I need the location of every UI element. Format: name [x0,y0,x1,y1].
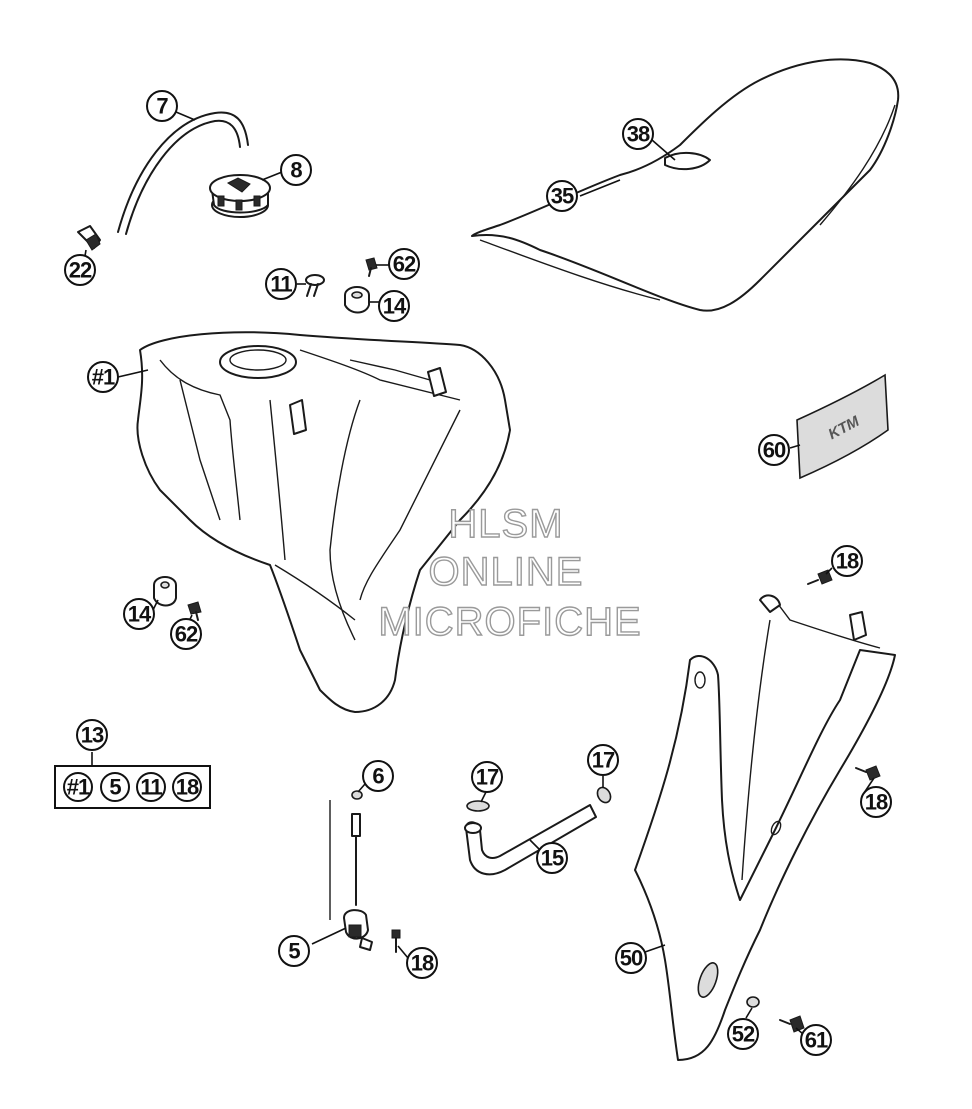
spacer-part-14-top [344,286,370,314]
callout-7[interactable]: 7 [146,90,178,122]
svg-text:35: 35 [551,184,574,209]
screw-part-18-lower [391,929,401,953]
fuel-tap-part [329,790,373,951]
svg-text:8: 8 [290,158,302,183]
watermark-line-2: ONLINE [429,550,584,594]
kit-item-5[interactable]: 5 [100,772,130,802]
bolt-part-61 [779,1015,805,1033]
svg-text:14: 14 [383,294,407,319]
callout-18-lower[interactable]: 18 [406,947,438,979]
svg-text:22: 22 [69,258,92,283]
leader-lines [83,111,875,1035]
kit-item-11[interactable]: 11 [136,772,166,802]
kit-item-1[interactable]: #1 [63,772,93,802]
callout-17-left[interactable]: 17 [471,761,503,793]
callout-50[interactable]: 50 [615,942,647,974]
callout-18-upper-right[interactable]: 18 [831,545,863,577]
watermark-line-3: MICROFICHE [378,600,641,644]
svg-text:52: 52 [732,1022,755,1047]
callout-22[interactable]: 22 [64,254,96,286]
svg-text:62: 62 [175,622,198,647]
fuel-hose-part-15 [464,804,597,876]
svg-text:62: 62 [393,252,416,277]
decal-part: KTM [796,373,889,480]
svg-text:15: 15 [541,846,564,871]
bolt-part-62-top [365,257,378,277]
watermark-line-1: HLSM [448,502,563,546]
svg-text:18: 18 [411,951,434,976]
svg-text:18: 18 [176,775,199,800]
svg-text:18: 18 [836,549,859,574]
bolt-part-18-upper-right [807,569,833,585]
kit-item-18[interactable]: 18 [172,772,202,802]
svg-text:6: 6 [372,764,384,789]
svg-text:17: 17 [592,748,615,773]
svg-text:11: 11 [270,272,292,297]
callout-61[interactable]: 61 [800,1024,832,1056]
callout-5[interactable]: 5 [278,935,310,967]
breather-hose-part [117,111,249,235]
callout-14-lower[interactable]: 14 [123,598,155,630]
callout-1[interactable]: #1 [87,361,119,393]
callout-13[interactable]: 13 [76,719,108,751]
callout-6[interactable]: 6 [362,760,394,792]
seat-part [471,58,900,312]
callout-14-top[interactable]: 14 [378,290,410,322]
bolt-part-62-lower [187,601,202,621]
hose-clamp-part-17-left [466,800,490,812]
hose-clamp-part-17-right [596,786,612,804]
callout-52[interactable]: 52 [727,1018,759,1050]
bolt-part-18-mid-right [855,765,881,781]
callout-17-right[interactable]: 17 [587,744,619,776]
svg-text:5: 5 [109,775,121,800]
callout-11[interactable]: 11 [265,268,297,300]
side-cover-part [634,594,896,1061]
callout-38[interactable]: 38 [622,118,654,150]
svg-text:14: 14 [128,602,152,627]
svg-text:#1: #1 [92,365,115,390]
kit-box: #1 5 11 18 [54,765,211,809]
watermark: HLSM ONLINE MICROFICHE [378,501,642,644]
svg-text:60: 60 [763,438,786,463]
spacer-part-14-lower [153,576,177,607]
callout-60[interactable]: 60 [758,434,790,466]
svg-text:#1: #1 [67,775,90,800]
svg-text:61: 61 [805,1028,828,1053]
svg-text:5: 5 [288,939,300,964]
svg-text:11: 11 [140,775,162,800]
svg-text:38: 38 [627,122,650,147]
callout-15[interactable]: 15 [536,842,568,874]
callout-62-lower[interactable]: 62 [170,618,202,650]
svg-text:13: 13 [81,723,104,748]
callout-8[interactable]: 8 [280,154,312,186]
screw-part-11 [305,274,325,297]
svg-text:17: 17 [476,765,499,790]
callout-18-mid-right[interactable]: 18 [860,786,892,818]
nut-part-52 [746,996,760,1008]
fuel-tank-part [136,331,511,713]
svg-text:50: 50 [620,946,643,971]
svg-text:7: 7 [156,94,168,119]
callout-62-top[interactable]: 62 [388,248,420,280]
elbow-fitting-part [77,225,101,251]
callout-35[interactable]: 35 [546,180,578,212]
svg-text:18: 18 [865,790,888,815]
fuel-cap-part [209,174,271,218]
